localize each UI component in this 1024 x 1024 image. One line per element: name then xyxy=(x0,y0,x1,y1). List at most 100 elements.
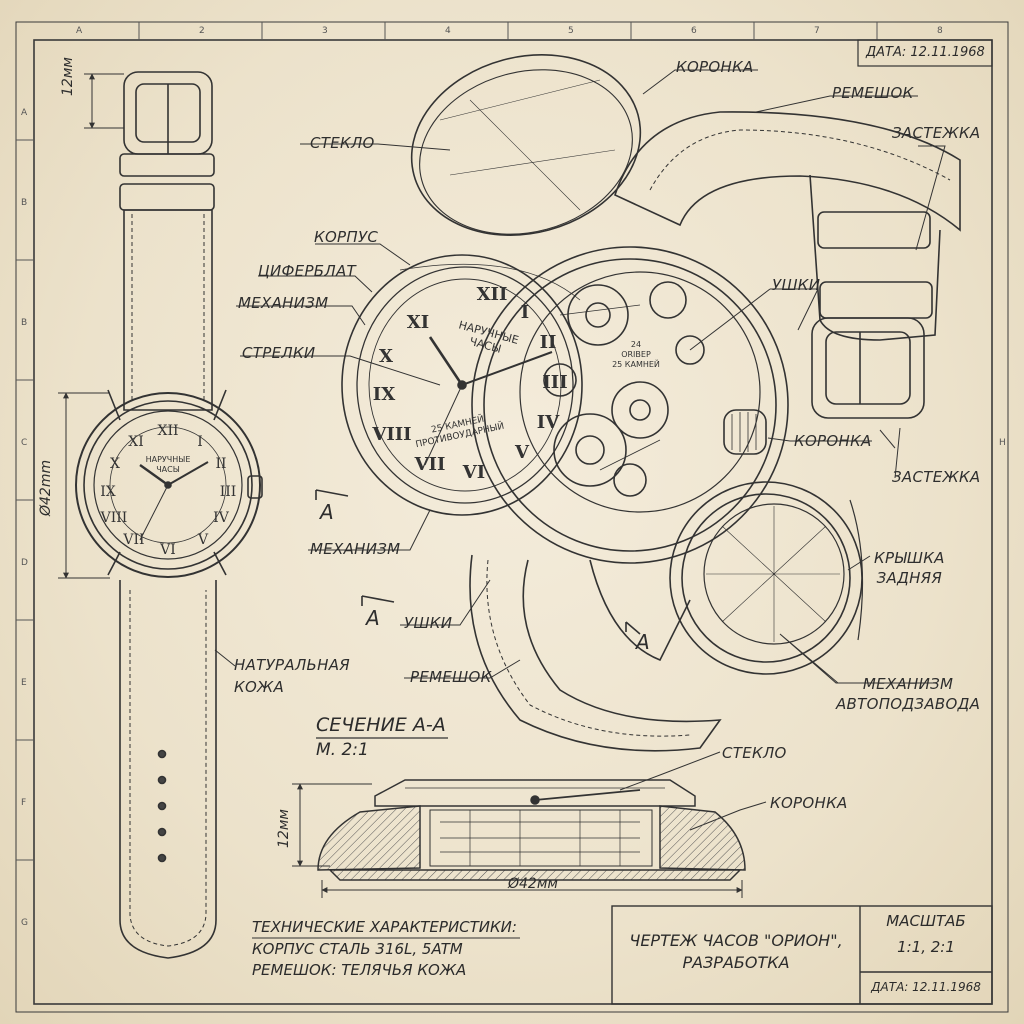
label-remeshok-mid: РЕМЕШОК xyxy=(410,668,492,686)
section-mark-3: A xyxy=(636,630,650,654)
header-date: ДАТА: 12.11.1968 xyxy=(866,45,985,60)
title-block-scale-label: МАСШТАБ xyxy=(886,912,966,930)
ruler-top-2: 2 xyxy=(199,26,205,36)
section-mark-2: A xyxy=(366,606,380,630)
ruler-top-8: 8 xyxy=(937,26,943,36)
movement-engraving: 24 ORIBEP 25 КАМНЕЙ xyxy=(606,340,666,370)
title-block-title-text: ЧЕРТЕЖ ЧАСОВ "ОРИОН", РАЗРАБОТКА xyxy=(629,931,843,972)
section-scale: М. 2:1 xyxy=(316,740,369,760)
ruler-side-3: B xyxy=(21,318,28,328)
ruler-side-9: H xyxy=(999,438,1006,448)
leader-lines xyxy=(214,69,946,831)
svg-text:VII: VII xyxy=(122,532,144,548)
label-remeshok-top: РЕМЕШОК xyxy=(832,84,914,102)
svg-text:II: II xyxy=(215,456,226,472)
dim-case-d: Ø42mm xyxy=(38,459,54,516)
label-strelki: СТРЕЛКИ xyxy=(242,344,316,362)
svg-text:X: X xyxy=(379,346,393,367)
dim-section-h: 12мм xyxy=(276,809,292,848)
ruler-side-8: G xyxy=(21,918,28,928)
ruler-ticks xyxy=(16,22,878,861)
svg-text:VI: VI xyxy=(159,542,176,558)
front-dial-brand: НАРУЧНЫЕ ЧАСЫ xyxy=(138,455,198,475)
label-korpus: КОРПУС xyxy=(314,228,379,246)
label-kryshka: КРЫШКА ЗАДНЯЯ xyxy=(874,548,945,588)
label-mehanizm-1: МЕХАНИЗМ xyxy=(238,294,329,312)
svg-text:X: X xyxy=(110,456,120,472)
svg-text:XI: XI xyxy=(128,434,144,450)
svg-text:VI: VI xyxy=(462,462,485,483)
svg-text:III: III xyxy=(220,484,237,500)
ruler-side-4: C xyxy=(21,438,28,448)
ruler-side-2: B xyxy=(21,198,28,208)
ruler-top-4: 4 xyxy=(445,26,451,36)
sheet-frame xyxy=(15,21,1009,1013)
svg-text:IX: IX xyxy=(373,384,395,405)
title-block-date: ДАТА: 12.11.1968 xyxy=(871,980,981,994)
svg-text:XI: XI xyxy=(407,312,429,333)
label-zastezhka-mid: ЗАСТЕЖКА xyxy=(892,468,981,486)
dim-buckle-h: 12мм xyxy=(60,57,76,96)
svg-text:I: I xyxy=(197,434,203,450)
svg-text:VIII: VIII xyxy=(100,510,128,526)
title-block-title: ЧЕРТЕЖ ЧАСОВ "ОРИОН", РАЗРАБОТКА xyxy=(612,930,860,974)
ruler-top-7: 7 xyxy=(814,26,820,36)
title-block-frame xyxy=(611,905,993,1005)
svg-text:XII: XII xyxy=(477,284,508,305)
ruler-top-6: 6 xyxy=(691,26,697,36)
date-box xyxy=(857,39,993,67)
cross-section-drawing xyxy=(317,779,746,881)
dim-section-d: Ø42мм xyxy=(508,876,558,892)
svg-text:II: II xyxy=(540,332,557,353)
label-ciferblat: ЦИФЕРБЛАТ xyxy=(258,262,356,280)
section-title: СЕЧЕНИЕ А-А xyxy=(316,714,446,736)
label-koronka-mid: КОРОНКА xyxy=(794,432,872,450)
svg-text:IV: IV xyxy=(537,412,560,433)
label-steklo-top: СТЕКЛО xyxy=(310,134,375,152)
svg-text:I: I xyxy=(521,302,529,323)
front-dial-brand-text: НАРУЧНЫЕ ЧАСЫ xyxy=(145,455,191,474)
svg-text:V: V xyxy=(197,532,209,548)
label-koronka-top: КОРОНКА xyxy=(676,58,754,76)
ruler-side-6: E xyxy=(21,678,27,688)
label-steklo-bottom: СТЕКЛО xyxy=(722,744,787,762)
svg-text:III: III xyxy=(542,372,567,393)
label-naturalnaya: НАТУРАЛЬНАЯ КОЖА xyxy=(234,654,350,698)
ruler-top-5: 5 xyxy=(568,26,574,36)
label-koronka-bottom: КОРОНКА xyxy=(770,794,848,812)
section-dimensions xyxy=(292,783,743,898)
specs-line1: КОРПУС СТАЛЬ 316L, 5ATM xyxy=(252,940,463,958)
label-ushki-right: УШКИ xyxy=(772,276,821,294)
svg-text:IV: IV xyxy=(213,510,230,526)
svg-text:IX: IX xyxy=(100,484,116,500)
specs-title: ТЕХНИЧЕСКИЕ ХАРАКТЕРИСТИКИ: xyxy=(252,918,517,936)
exploded-view xyxy=(341,54,961,752)
section-mark-1: A xyxy=(320,500,334,524)
specs-line2: РЕМЕШОК: ТЕЛЯЧЬЯ КОЖА xyxy=(252,961,467,979)
front-view-watch xyxy=(75,71,263,959)
dimension-lines-left xyxy=(58,73,124,579)
label-ushki-left: УШКИ xyxy=(404,614,453,632)
label-zastezhka-top: ЗАСТЕЖКА xyxy=(892,124,981,142)
title-block-scale-value: 1:1, 2:1 xyxy=(897,938,955,956)
label-mehanizm-2: МЕХАНИЗМ xyxy=(310,540,401,558)
svg-text:V: V xyxy=(514,442,530,463)
svg-text:XII: XII xyxy=(157,423,178,439)
ruler-top-3: 3 xyxy=(322,26,328,36)
ruler-side-1: A xyxy=(21,108,28,118)
ruler-side-5: D xyxy=(21,558,28,568)
section-markers xyxy=(315,489,641,635)
label-kryshka-text: КРЫШКА ЗАДНЯЯ xyxy=(874,549,945,587)
ruler-side-7: F xyxy=(21,798,27,808)
ruler-top-a: A xyxy=(76,26,83,36)
svg-text:VIII: VIII xyxy=(371,424,411,445)
label-naturalnaya-text: НАТУРАЛЬНАЯ КОЖА xyxy=(234,656,350,696)
label-mehanizm-auto-text: МЕХАНИЗМ АВТОПОДЗАВОДА xyxy=(836,675,981,713)
svg-text:VII: VII xyxy=(414,454,446,475)
movement-engraving-text: 24 ORIBEP 25 КАМНЕЙ xyxy=(612,340,660,369)
label-mehanizm-auto: МЕХАНИЗМ АВТОПОДЗАВОДА xyxy=(836,674,980,714)
